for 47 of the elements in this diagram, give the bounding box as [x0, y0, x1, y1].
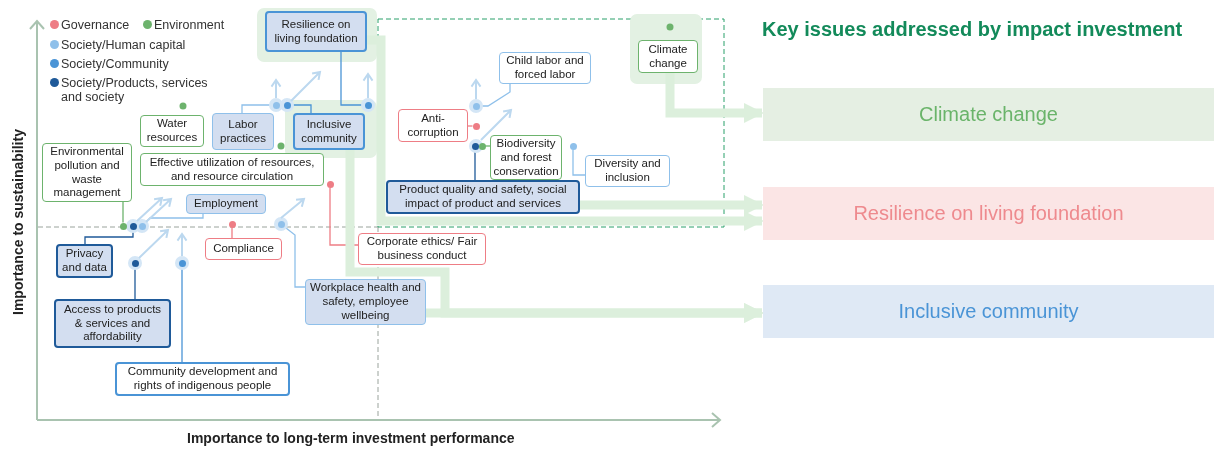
issue-box: Environmental pollution and waste management — [42, 143, 132, 203]
leader-line — [467, 125, 474, 127]
issue-box: Biodiversity and forest conservation — [490, 135, 562, 181]
data-point-dot — [472, 122, 480, 130]
issue-box: Community development and rights of indigenous people — [115, 362, 290, 396]
impact-area-band: Climate change — [763, 88, 1214, 141]
legend-text: Society/Products, services and society — [61, 76, 209, 105]
leader-line — [283, 225, 306, 288]
issue-box: Compliance — [205, 238, 282, 260]
impact-area-band: Inclusive community — [763, 285, 1214, 338]
issue-box: Employment — [186, 194, 266, 214]
data-point-dot — [326, 180, 334, 188]
issue-box: Child labor and forced labor — [499, 52, 591, 84]
issue-box: Corporate ethics/ Fair business conduct — [358, 233, 486, 265]
leader-line — [572, 148, 586, 176]
flow-arrow — [367, 35, 764, 231]
data-point-dot — [119, 222, 127, 230]
impact-area-band: Resilience on living foundation — [763, 187, 1214, 240]
issue-box: Workplace health and safety, employee wellbeing — [305, 279, 426, 325]
issue-box: Labor practices — [212, 113, 274, 150]
legend-text: Governance — [61, 18, 130, 33]
data-point-dot — [471, 142, 479, 150]
issue-box: Inclusive community — [293, 113, 365, 150]
data-point-dot — [569, 142, 577, 150]
leader-line — [484, 145, 491, 147]
issue-box: Climate change — [638, 40, 698, 73]
issue-box: Resilience on living foundation — [265, 11, 367, 52]
issue-box: Diversity and inclusion — [585, 155, 670, 187]
legend-text: Society/Human capital — [61, 38, 186, 53]
data-point-dot — [478, 142, 486, 150]
flow-arrow — [580, 195, 764, 215]
legend-text: Environment — [154, 18, 225, 33]
flow-arrow — [665, 73, 764, 123]
issue-box: Access to products & services and affordability — [54, 299, 171, 348]
issue-box: Effective utilization of resources, and resource circulation — [140, 153, 324, 186]
legend-text: Society/Community — [61, 57, 169, 72]
axis-title: Importance to long-term investment performance — [187, 430, 515, 446]
heading: Key issues addressed by impact investment — [762, 18, 1183, 41]
data-point-dot — [228, 220, 236, 228]
issue-box: Privacy and data — [56, 244, 113, 278]
leader-line — [329, 186, 359, 246]
flow-arrow — [426, 303, 764, 323]
axis-title: Importance to sustainability — [10, 129, 26, 315]
issue-box: Anti-corruption — [398, 109, 468, 142]
issue-box: Product quality and safety, social impact of product and services — [386, 180, 580, 214]
leader-line — [231, 226, 233, 239]
issue-box: Water resources — [140, 115, 204, 147]
